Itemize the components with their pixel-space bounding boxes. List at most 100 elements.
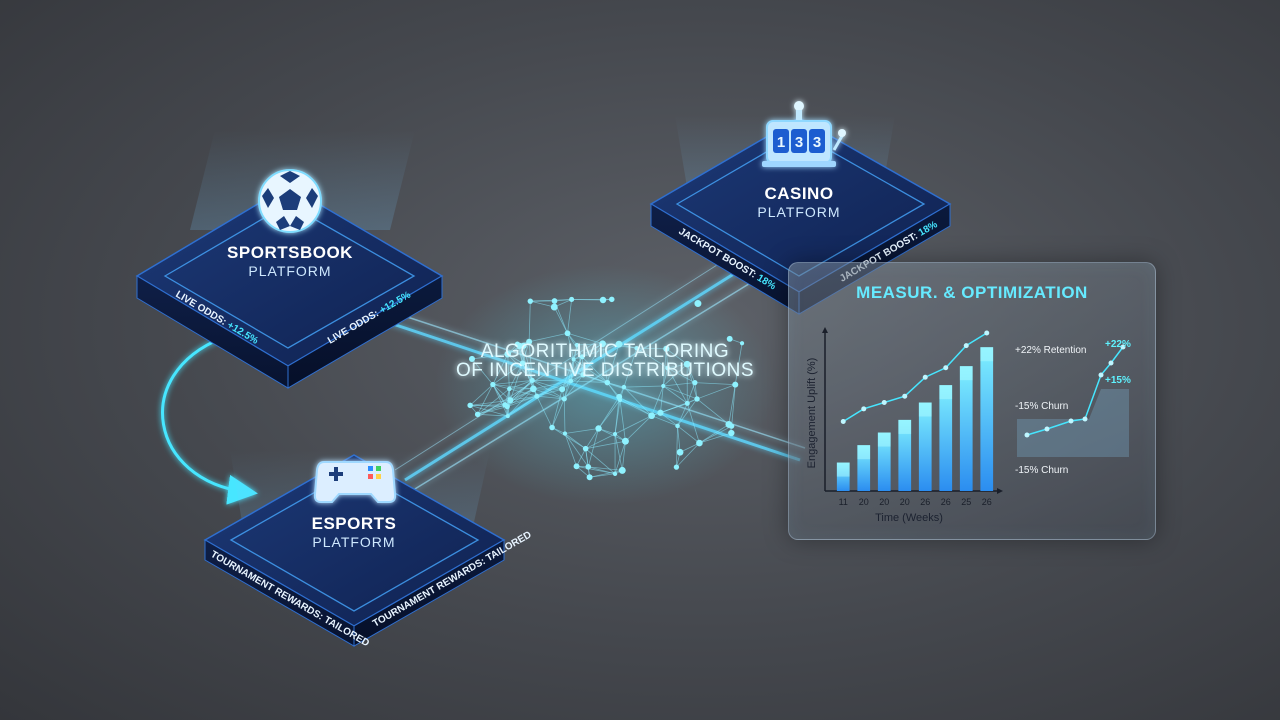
slot-machine-icon: 1 3 3 [762, 101, 846, 167]
neural-link [469, 384, 494, 406]
neural-link [663, 385, 688, 404]
neural-link [585, 448, 591, 478]
trend-point-5 [922, 374, 928, 380]
neural-link [694, 382, 736, 386]
neural-node [696, 439, 703, 447]
neural-link [506, 388, 510, 407]
x-tick-label: 20 [900, 497, 910, 507]
bar-highlight-3 [877, 432, 891, 447]
neural-link [563, 398, 566, 434]
neural-link [676, 425, 678, 468]
neural-link [614, 441, 626, 474]
neural-link [686, 382, 696, 404]
neural-node [507, 386, 512, 392]
neural-link [623, 386, 652, 416]
neural-node [562, 431, 568, 436]
x-tick-label: 26 [920, 497, 930, 507]
neural-link [510, 380, 533, 401]
neural-node [663, 345, 670, 352]
neural-link [677, 403, 688, 427]
neural-link [477, 384, 494, 415]
churn-annotation-upper: -15% Churn [1015, 401, 1068, 412]
neural-link [536, 380, 571, 397]
neural-link [651, 415, 678, 427]
x-axis-label: Time (Weeks) [875, 512, 943, 524]
neural-node [580, 372, 586, 378]
neural-link [523, 345, 533, 381]
neural-link [509, 380, 533, 390]
bar-highlight-6 [939, 385, 953, 400]
panel-title: MEASUR. & OPTIMIZATION [856, 283, 1088, 302]
neural-node [726, 335, 733, 342]
trend-point-7 [963, 343, 969, 349]
neural-node [732, 381, 739, 388]
neural-link [676, 442, 700, 468]
neural-node [573, 463, 580, 470]
esports-platform[interactable]: TOURNAMENT REWARDS: TAILORED TOURNAMENT … [203, 450, 534, 649]
bar-highlight-7 [959, 366, 973, 381]
neural-link [492, 384, 534, 390]
neural-link [471, 358, 494, 385]
y-axis-label: Engagement Uplift (%) [806, 358, 818, 469]
neural-node [519, 360, 526, 367]
neural-link [663, 385, 698, 400]
neural-node [550, 303, 558, 311]
neural-link [636, 347, 668, 369]
neural-link [651, 385, 664, 416]
neural-link [696, 384, 736, 400]
neural-link [551, 398, 565, 428]
x-tick-label: 20 [859, 497, 869, 507]
neural-link [533, 388, 565, 400]
neural-link [477, 413, 508, 417]
neural-link [731, 384, 736, 427]
neural-node [574, 342, 580, 348]
neural-link [536, 395, 553, 428]
sportsbook-platform[interactable]: LIVE ODDS: +12.5% LIVE ODDS: +12.5% SPOR… [135, 130, 444, 389]
neural-node [683, 360, 691, 368]
neural-link [636, 347, 667, 350]
casino-title: CASINO [764, 184, 833, 203]
neural-node [609, 296, 615, 303]
neural-link [492, 353, 509, 385]
neural-link [564, 374, 584, 400]
neural-node [673, 464, 680, 470]
neural-link [507, 388, 534, 417]
bar-4 [898, 419, 912, 491]
neural-link [573, 343, 603, 360]
neural-link [507, 354, 510, 389]
neural-link [571, 299, 604, 301]
neural-link [699, 425, 732, 444]
x-axis-arrow [997, 488, 1003, 494]
trend-point-8 [984, 330, 990, 336]
neural-link [585, 448, 616, 475]
neural-link [660, 412, 678, 427]
neural-link [507, 395, 538, 417]
neural-node [612, 471, 618, 476]
neural-node [675, 423, 680, 429]
trend-point-6 [943, 365, 949, 371]
esports-title: ESPORTS [312, 514, 397, 533]
neural-link [699, 424, 730, 444]
trend-point-1 [840, 418, 846, 424]
neural-node [728, 429, 735, 437]
y-axis-arrow [822, 327, 828, 333]
neural-node [665, 365, 671, 371]
neural-node [468, 355, 475, 362]
x-tick-label: 20 [879, 497, 889, 507]
neural-link [471, 353, 508, 360]
neural-node [599, 296, 607, 304]
sportsbook-title: SPORTSBOOK [227, 243, 353, 262]
neural-link [551, 427, 586, 450]
neural-link [666, 348, 688, 365]
neural-link [662, 367, 669, 387]
neural-node [621, 384, 627, 390]
neural-link [529, 332, 568, 343]
neural-link [507, 395, 537, 408]
neural-link [621, 441, 626, 471]
neural-link [582, 343, 603, 375]
flow-arrow [161, 336, 258, 505]
neural-link [564, 433, 586, 449]
neural-link [618, 396, 652, 417]
neural-node [504, 404, 510, 410]
neural-node [564, 330, 571, 337]
